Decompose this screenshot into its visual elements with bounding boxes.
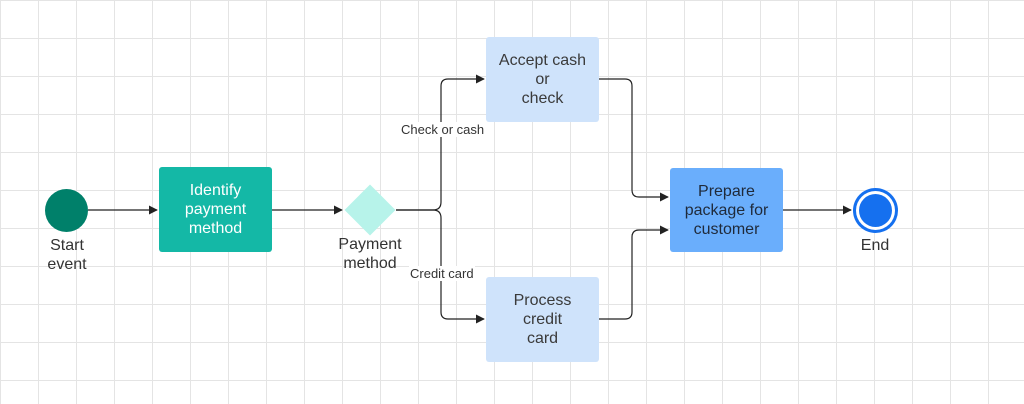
task-prepare-package[interactable]: Prepare package for customer xyxy=(670,168,783,252)
task-accept-cash-or-check[interactable]: Accept cash or check xyxy=(486,37,599,122)
edge-label-check-or-cash: Check or cash xyxy=(400,122,486,137)
task-label-line: check xyxy=(521,90,564,107)
task-label-line: package for xyxy=(684,201,769,219)
gateway-label-line: Payment xyxy=(338,236,402,253)
task-label-line: Accept cash or xyxy=(498,52,587,88)
connector-gateway-to-credit xyxy=(396,209,485,324)
task-label-line: method xyxy=(188,220,243,237)
start-event-label-line: event xyxy=(47,256,87,273)
end-event-label: End xyxy=(860,237,890,254)
gateway-label-line: method xyxy=(343,255,397,272)
task-label-line: Process credit xyxy=(513,292,572,328)
task-label-line: payment xyxy=(184,201,247,218)
connector-gateway-to-cash xyxy=(396,74,485,211)
end-event-circle[interactable] xyxy=(853,188,898,233)
start-event-circle[interactable] xyxy=(45,189,88,232)
task-label-line: customer xyxy=(693,220,760,238)
task-label-line: card xyxy=(526,330,559,347)
edge-label-credit-card: Credit card xyxy=(409,266,475,281)
start-event-label-line: Start xyxy=(50,237,84,254)
task-process-credit-card[interactable]: Process credit card xyxy=(486,277,599,362)
task-label-line: Prepare xyxy=(698,182,755,200)
gateway-label: Payment method xyxy=(320,235,420,273)
task-label-line: Identify xyxy=(189,182,242,199)
connector-cash-to-prepare xyxy=(599,78,669,202)
start-event-label: Start event xyxy=(27,236,107,274)
connector-credit-to-prepare xyxy=(599,225,669,320)
task-identify-payment-method[interactable]: Identify payment method xyxy=(159,167,272,252)
